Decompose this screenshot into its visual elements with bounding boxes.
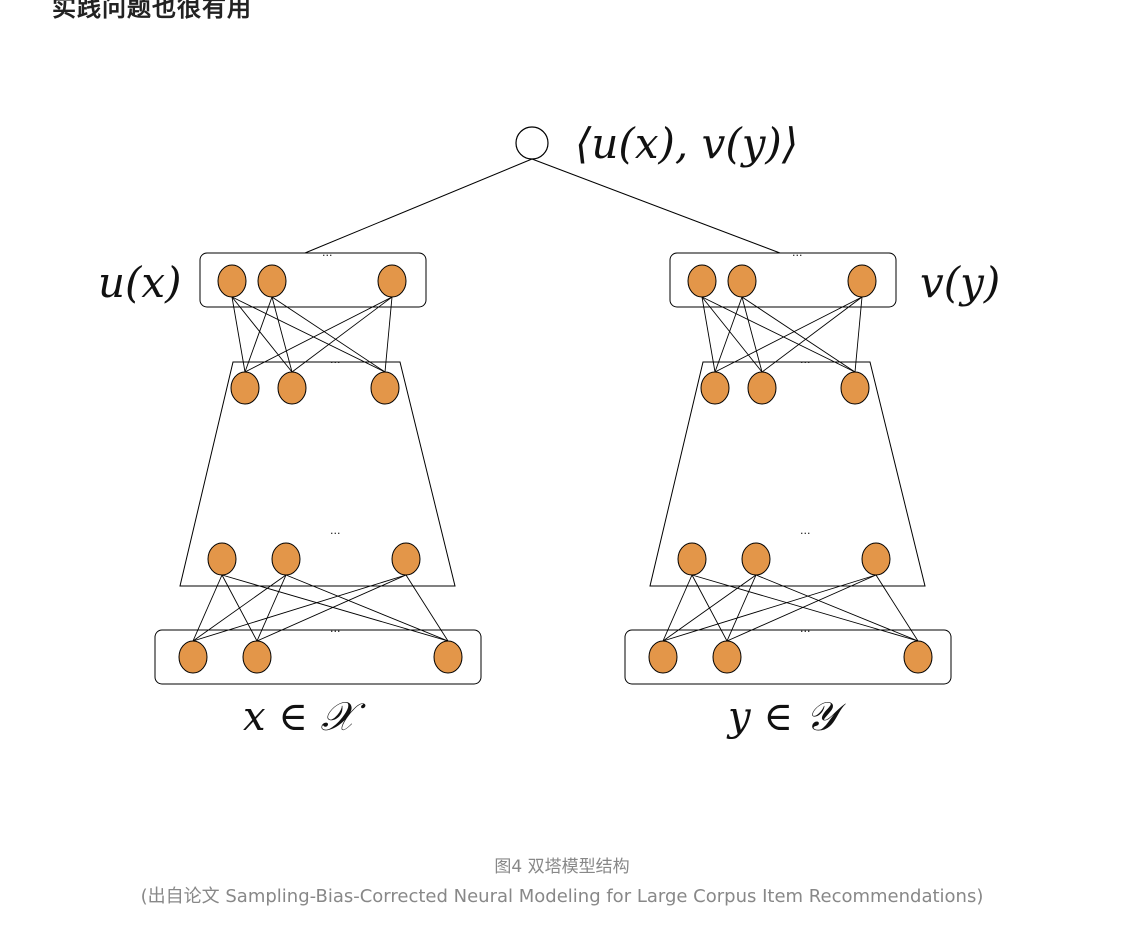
item-embedding-node <box>847 264 877 298</box>
item-top-connection-line <box>714 296 743 373</box>
score-to-item-line <box>531 158 781 254</box>
item-hidden-upper-node <box>840 371 870 405</box>
item-tower-trapezoid <box>649 361 926 587</box>
score-label: ⟨u(x), v(y)⟩ <box>575 119 798 168</box>
item-top-connection-line <box>741 296 856 373</box>
user-hidden-upper-node <box>370 371 400 405</box>
user-embedding-node <box>257 264 287 298</box>
item-hidden-lower-node-ellipsis: ··· <box>800 527 811 540</box>
user-top-connection-line <box>384 296 393 373</box>
item-hidden-lower-node <box>677 542 707 576</box>
item-tower: ··· ··· ··· ··· <box>624 249 952 685</box>
item-bottom-connection-line <box>875 574 919 642</box>
item-top-connection-line <box>701 296 716 373</box>
user-input-node <box>433 640 463 674</box>
item-input-node <box>903 640 933 674</box>
top-paragraph-text: 实践问题也很有用 <box>52 0 252 22</box>
user-bottom-connection-line <box>192 574 223 642</box>
user-top-connection-line <box>231 296 386 373</box>
item-top-connection-line <box>741 296 763 373</box>
user-bottom-connection-line <box>192 574 287 642</box>
user-bottom-connection-line <box>256 574 287 642</box>
item-embedding-node-ellipsis: ··· <box>792 249 803 262</box>
user-embedding-node-ellipsis: ··· <box>322 249 333 262</box>
user-top-connection-line <box>271 296 293 373</box>
user-top-connection-line <box>231 296 293 373</box>
figure-caption-title: 图4 双塔模型结构 <box>494 857 630 877</box>
user-bottom-connection-line <box>221 574 449 642</box>
user-top-connection-line <box>291 296 393 373</box>
user-input-node <box>178 640 208 674</box>
item-top-connection-line <box>701 296 856 373</box>
user-input-box <box>154 629 482 685</box>
item-bottom-connection-line <box>726 574 877 642</box>
user-embedding-box <box>199 252 427 308</box>
user-top-connection-line <box>271 296 386 373</box>
user-top-connection-line <box>244 296 273 373</box>
item-top-connection-line <box>854 296 863 373</box>
item-bottom-connection-line <box>662 574 877 642</box>
user-bottom-connection-line <box>405 574 449 642</box>
item-input-node <box>712 640 742 674</box>
user-top-connection-line <box>244 296 393 373</box>
score-to-user-line <box>304 158 533 254</box>
item-input-node-ellipsis: ··· <box>800 625 811 638</box>
user-top-connection-line <box>231 296 246 373</box>
user-hidden-upper-node <box>277 371 307 405</box>
user-hidden-lower-node <box>207 542 237 576</box>
item-input-node <box>648 640 678 674</box>
item-top-connection-line <box>714 296 863 373</box>
user-embedding-node <box>217 264 247 298</box>
item-embedding-node <box>687 264 717 298</box>
item-input-label: y ∈ 𝒴 <box>726 694 847 740</box>
user-hidden-upper-node <box>230 371 260 405</box>
user-input-node <box>242 640 272 674</box>
item-bottom-connection-line <box>726 574 757 642</box>
item-bottom-connection-line <box>662 574 693 642</box>
item-bottom-connection-line <box>691 574 919 642</box>
user-hidden-lower-node <box>391 542 421 576</box>
user-bottom-connection-line <box>192 574 407 642</box>
item-bottom-connection-line <box>662 574 757 642</box>
user-hidden-lower-node <box>271 542 301 576</box>
item-hidden-lower-node <box>741 542 771 576</box>
figure-caption-source: (出自论文 Sampling-Bias-Corrected Neural Mod… <box>140 886 984 907</box>
user-bottom-connection-line <box>256 574 407 642</box>
item-bottom-connection-line <box>755 574 919 642</box>
item-hidden-upper-node-ellipsis: ··· <box>800 356 811 369</box>
item-embedding-label: v(y) <box>920 258 1000 307</box>
item-hidden-lower-node <box>861 542 891 576</box>
score-node <box>515 126 549 160</box>
user-hidden-upper-node-ellipsis: ··· <box>330 356 341 369</box>
item-embedding-box <box>669 252 897 308</box>
item-top-connection-line <box>761 296 863 373</box>
user-embedding-node <box>377 264 407 298</box>
user-bottom-connection-line <box>285 574 449 642</box>
user-input-label: x ∈ 𝒳 <box>243 694 367 740</box>
user-embedding-label: u(x) <box>98 258 182 307</box>
user-hidden-lower-node-ellipsis: ··· <box>330 527 341 540</box>
user-input-node-ellipsis: ··· <box>330 625 341 638</box>
user-tower: ··· ··· ··· ··· <box>154 249 482 685</box>
item-top-connection-line <box>701 296 763 373</box>
item-embedding-node <box>727 264 757 298</box>
item-input-box <box>624 629 952 685</box>
item-hidden-upper-node <box>700 371 730 405</box>
user-tower-trapezoid <box>179 361 456 587</box>
item-hidden-upper-node <box>747 371 777 405</box>
two-tower-diagram: ⟨u(x), v(y)⟩ u(x) v(y) x ∈ 𝒳 y ∈ 𝒴 ·····… <box>98 119 1000 740</box>
